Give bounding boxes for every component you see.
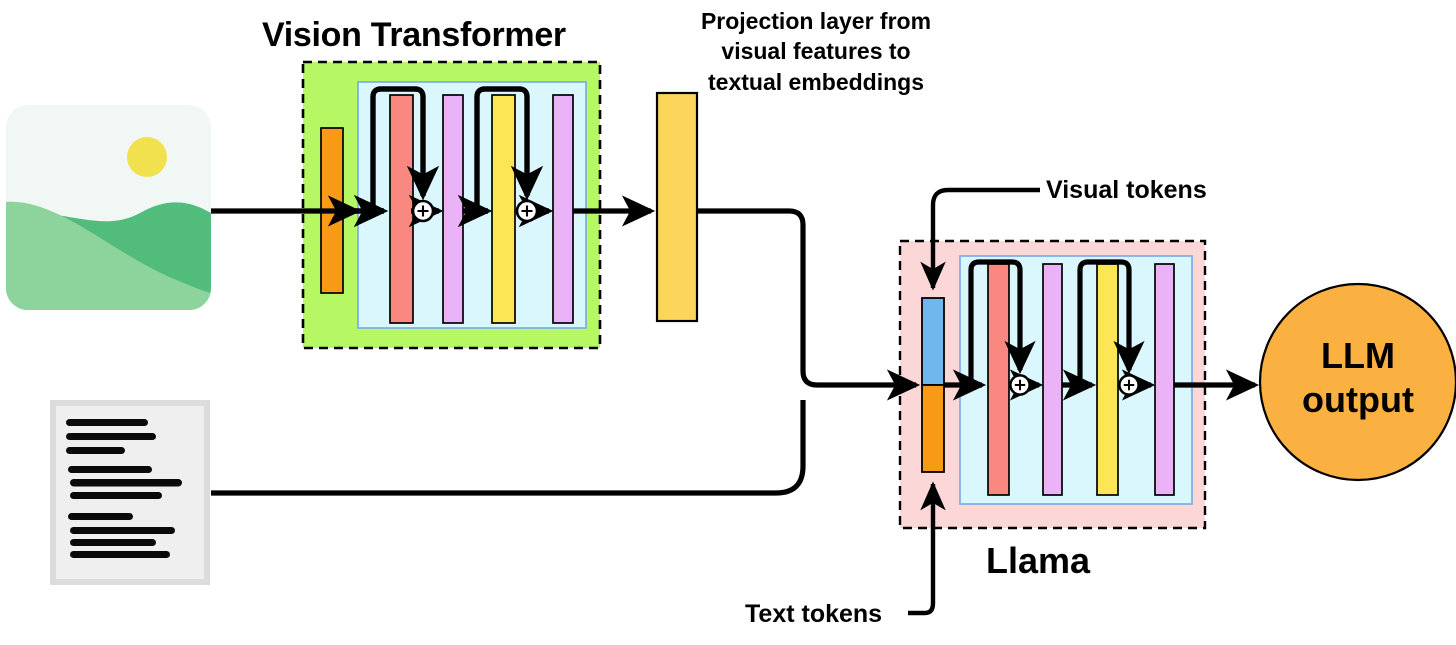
llama-ffn-bar-2 xyxy=(1096,263,1119,496)
llama-residual-add-2 xyxy=(1118,374,1140,396)
projection-layer-caption: Projection layer from visual features to… xyxy=(700,8,932,95)
text-to-llama-path xyxy=(211,400,806,496)
vit-skip-connection-2 xyxy=(474,86,544,210)
visual-tokens-label: Visual tokens xyxy=(1046,176,1207,204)
connectors xyxy=(211,195,1260,496)
visual-tokens-leader xyxy=(920,187,1040,291)
document-thumbnail xyxy=(50,400,210,585)
vit-attention-bar-1 xyxy=(389,94,414,324)
hill-front xyxy=(6,201,211,310)
visual-token-bar xyxy=(921,297,945,386)
image-thumbnail xyxy=(6,105,211,310)
llama-block xyxy=(898,239,1207,530)
projection-layer-bar xyxy=(655,91,699,323)
vision-transformer-title: Vision Transformer xyxy=(262,16,566,54)
llama-attention-bar-1 xyxy=(987,263,1010,496)
llama-skip-connection-2 xyxy=(1077,259,1145,384)
vit-residual-add-1 xyxy=(411,199,435,223)
llm-output-line1: LLM xyxy=(1321,335,1395,376)
vit-residual-add-2 xyxy=(515,199,539,223)
llama-skip-connection-1 xyxy=(968,259,1036,384)
vision-transformer-block xyxy=(301,60,602,350)
text-tokens-label: Text tokens xyxy=(745,600,883,628)
projection-to-llama-path xyxy=(697,208,921,401)
sun-icon xyxy=(127,137,167,177)
llm-output-line2: output xyxy=(1302,379,1414,420)
text-token-bar xyxy=(921,384,945,473)
vit-skip-connection-1 xyxy=(370,86,440,210)
llm-output-circle: LLM output xyxy=(1258,282,1456,482)
llama-mlp-bar-1 xyxy=(1042,263,1063,496)
llama-residual-add-1 xyxy=(1009,374,1031,396)
vit-ffn-bar-2 xyxy=(491,94,516,324)
callout-leaders xyxy=(908,187,1040,616)
llama-mlp-bar-2 xyxy=(1154,263,1175,496)
llama-title: Llama xyxy=(986,540,1091,581)
document-text-lines xyxy=(66,419,182,558)
vit-mlp-bar-1 xyxy=(442,94,464,324)
vit-mlp-bar-2 xyxy=(552,94,574,324)
text-tokens-leader xyxy=(908,481,946,616)
